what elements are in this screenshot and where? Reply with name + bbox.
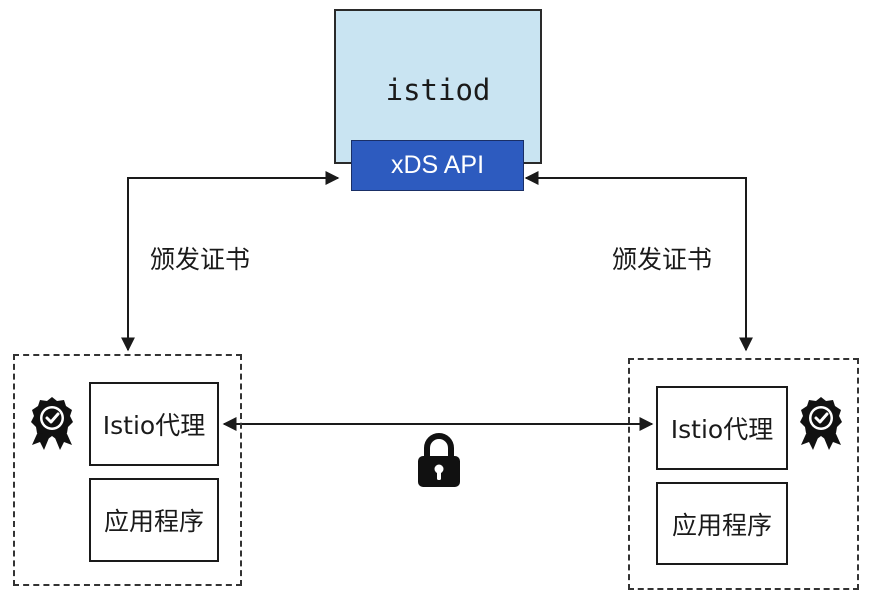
left-certificate-badge-icon (27, 395, 77, 453)
right-issue-connector (524, 171, 753, 352)
left-application-box: 应用程序 (89, 478, 219, 562)
secure-lock-icon (416, 433, 462, 489)
left-issue-label: 颁发证书 (150, 245, 251, 274)
right-pod-boundary (628, 358, 859, 590)
right-issue-label: 颁发证书 (612, 245, 713, 274)
left-istio-proxy-box: Istio代理 (89, 382, 219, 466)
right-application-box: 应用程序 (656, 482, 788, 565)
left-pod-boundary (13, 354, 242, 586)
istiod-box (334, 9, 542, 164)
right-istio-proxy-box: Istio代理 (656, 386, 788, 470)
left-issue-connector (121, 171, 340, 352)
istiod-label: istiod (385, 73, 491, 107)
xds-api-box: xDS API (351, 140, 524, 191)
right-certificate-badge-icon (796, 395, 846, 453)
